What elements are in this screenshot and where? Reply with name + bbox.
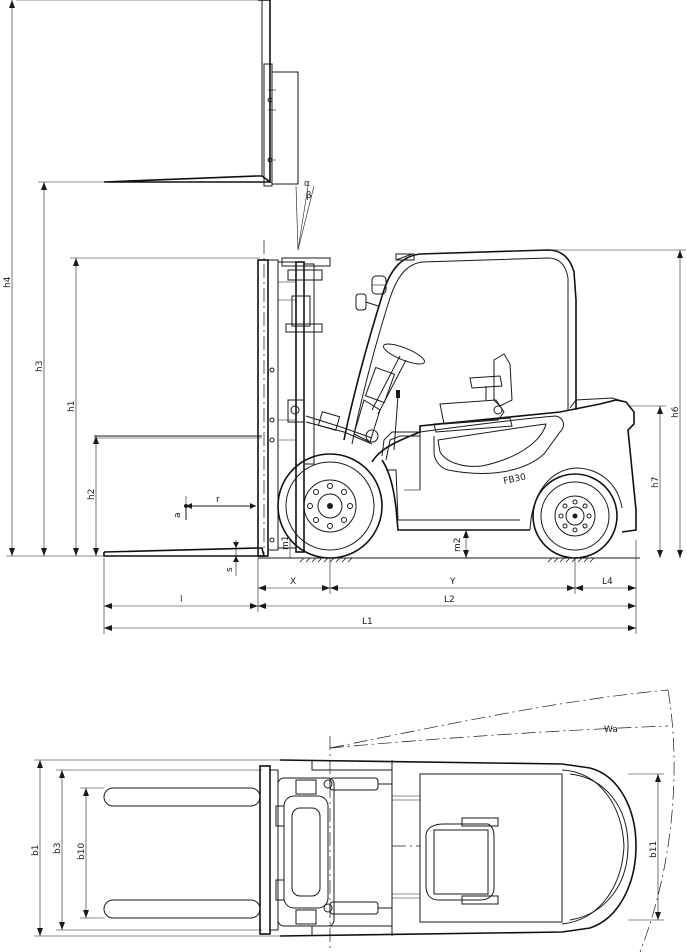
m2-label: m2: [453, 538, 463, 553]
chassis-top: [279, 759, 637, 937]
h2-label: h2: [87, 489, 97, 500]
side-view: α β: [3, 0, 686, 634]
mast-tilt-angles: α β: [295, 179, 315, 251]
b10-label: b10: [77, 843, 87, 860]
load-center-marker: r a: [173, 495, 256, 520]
h4-label: h4: [3, 276, 13, 288]
forks-top: [103, 765, 279, 935]
h3-label: h3: [35, 361, 45, 372]
a-label: a: [173, 512, 183, 518]
L4-label: L4: [602, 577, 613, 587]
vertical-dimensions-left: h4 h3 h1 h2 s: [3, 0, 260, 576]
operator-seat: [433, 353, 513, 433]
steering-column: [353, 343, 426, 451]
truck-body: FB30: [371, 397, 637, 533]
top-view: Wa: [31, 689, 675, 952]
Y-label: Y: [449, 577, 456, 587]
vertical-dimensions-right: h6 h7 m2 m1: [281, 249, 686, 558]
l-label: l: [180, 595, 183, 605]
width-dimensions: b1 b3 b10 b11: [31, 759, 664, 937]
L1-label: L1: [362, 617, 373, 627]
seat-top: [425, 817, 499, 905]
turning-radius: Wa: [329, 689, 675, 952]
overhead-guard: [343, 249, 577, 445]
b11-label: b11: [649, 841, 659, 858]
X-label: X: [290, 577, 296, 587]
ground-line: [258, 557, 640, 563]
fork-and-carriage: [94, 240, 373, 557]
rear-wheel: [532, 473, 618, 559]
tilt-cylinders-top: [323, 777, 392, 915]
h7-label: h7: [651, 477, 661, 488]
front-wheel: [277, 453, 383, 559]
mast-top: [275, 777, 335, 927]
h1-label: h1: [67, 401, 77, 412]
m1-label: m1: [281, 536, 291, 551]
b1-label: b1: [31, 845, 41, 856]
beta-label: β: [306, 191, 312, 201]
L2-label: L2: [444, 595, 455, 605]
h6-label: h6: [671, 406, 681, 418]
model-badge: FB30: [503, 472, 528, 487]
r-label: r: [216, 495, 220, 505]
alpha-label: α: [304, 179, 310, 189]
horizontal-dimensions: X Y L4 l L2 L1: [103, 540, 637, 634]
Wa-label: Wa: [604, 725, 618, 735]
b3-label: b3: [53, 843, 63, 854]
s-label: s: [225, 567, 235, 572]
raised-fork-carriage: [16, 0, 299, 187]
